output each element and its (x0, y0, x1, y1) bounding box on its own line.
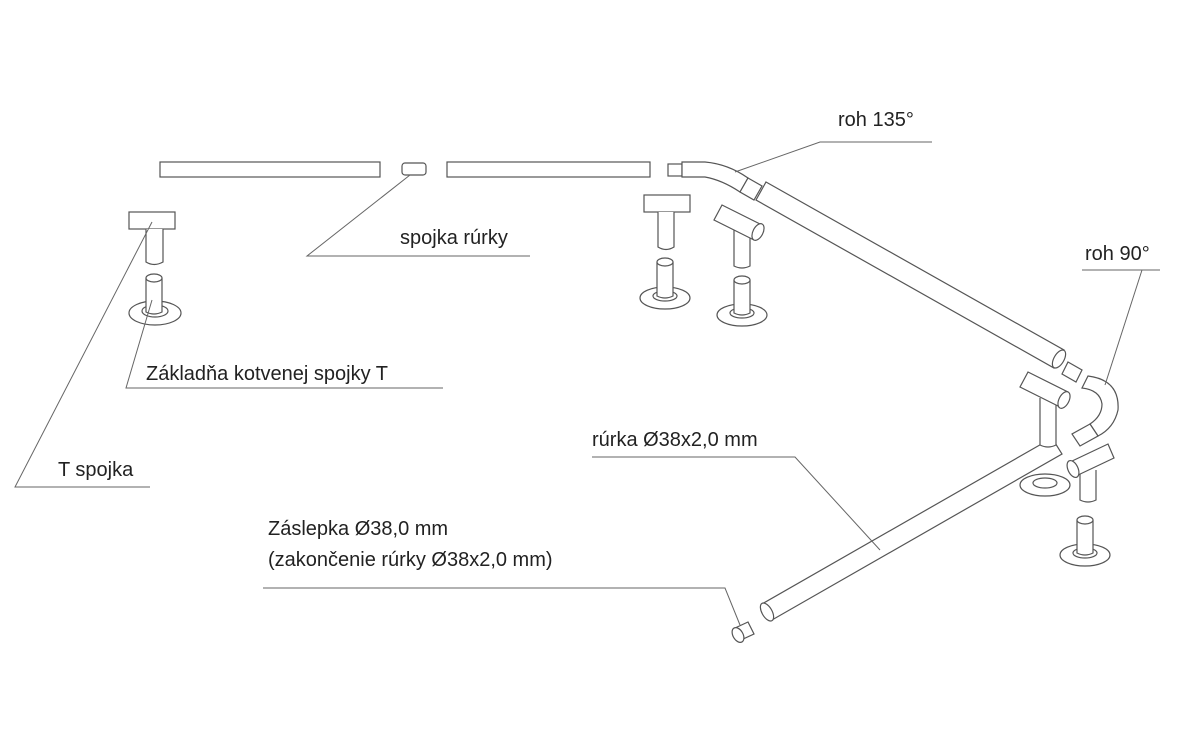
t-connector-angled-1 (713, 204, 768, 327)
t-base-left (128, 273, 182, 326)
t-connector-middle (639, 194, 691, 310)
corner-90-part (1061, 361, 1119, 447)
label-end-cap-note: (zakončenie rúrky Ø38x2,0 mm) (268, 549, 553, 571)
corner-135-part (667, 161, 763, 201)
t-connector-left (128, 211, 176, 266)
label-t-base: Základňa kotvenej spojky T (146, 363, 388, 385)
label-corner-90: roh 90° (1085, 243, 1150, 265)
t-connector-angled-2 (1019, 371, 1071, 497)
leader-end-cap (263, 587, 741, 626)
diagonal-tube-upper (755, 181, 1065, 369)
diagonal-tube-lower (761, 437, 1063, 621)
label-end-cap: Záslepka Ø38,0 mm (268, 518, 448, 540)
tube-connector-part (401, 162, 427, 176)
leader-t-connector (14, 221, 153, 488)
label-tube: rúrka Ø38x2,0 mm (592, 429, 758, 451)
straight-tube-2 (446, 161, 651, 178)
end-cap-part (731, 621, 755, 643)
straight-tube-1 (159, 161, 381, 178)
label-t-connector: T spojka (58, 459, 134, 481)
leader-corner-135 (734, 141, 932, 173)
leader-corner-90 (1104, 269, 1143, 386)
leader-t-base (125, 299, 443, 389)
leader-tube-connector (305, 174, 530, 257)
leader-tube (592, 456, 881, 551)
label-corner-135: roh 135° (838, 109, 914, 131)
t-connector-angled-3 (1059, 443, 1115, 567)
label-tube-connector: spojka rúrky (400, 227, 508, 249)
